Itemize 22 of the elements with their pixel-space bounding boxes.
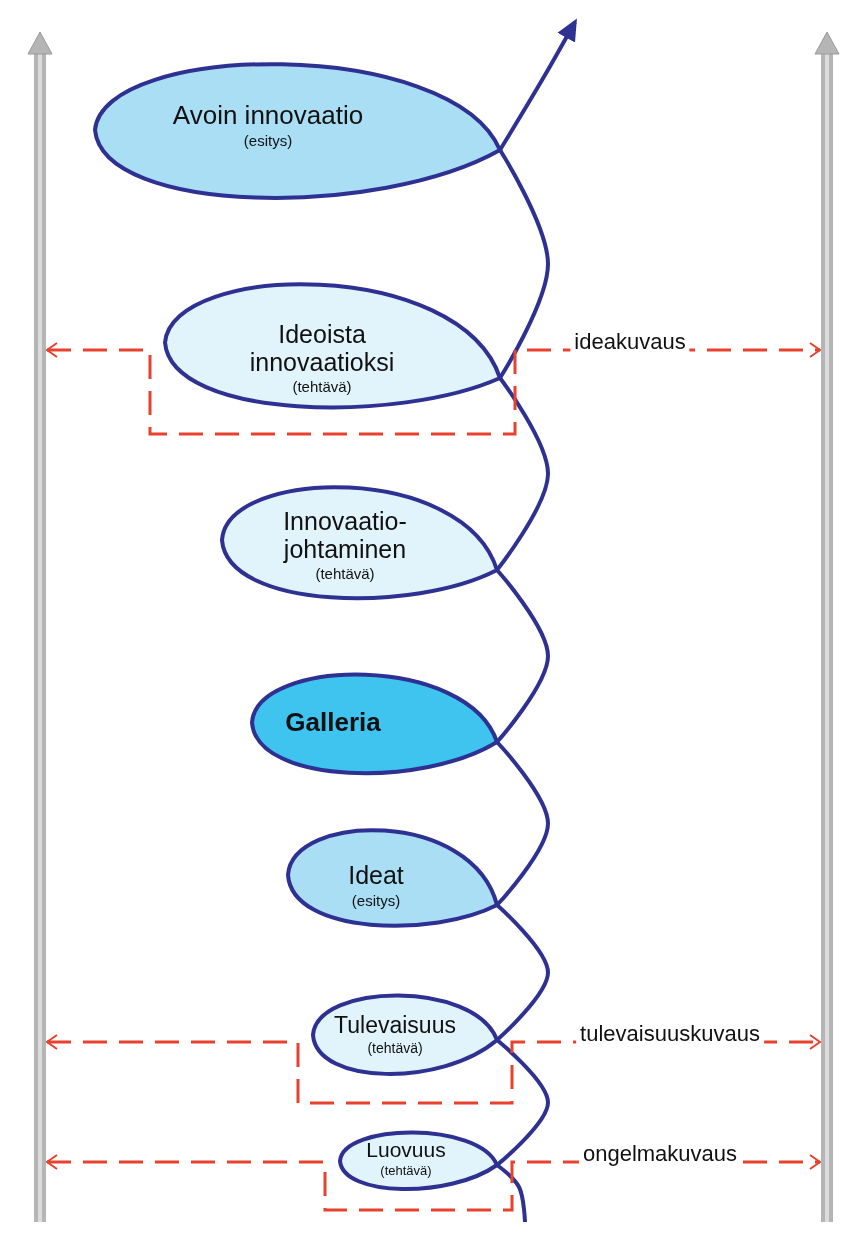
spiral-line (498, 148, 550, 380)
loop-title: Avoin innovaatio (171, 100, 365, 130)
loop-title: Ideat (347, 861, 405, 889)
loop-subtitle: (tehtävä) (379, 1163, 433, 1179)
spiral-arrow (498, 18, 577, 152)
spiral-line (495, 740, 550, 907)
spiral-line (495, 568, 550, 744)
spiral-line (495, 903, 550, 1042)
loop-title: Luovuus (365, 1137, 447, 1161)
loop-title: Innovaatio- johtaminen (282, 507, 408, 563)
loop-title: Galleria (284, 707, 382, 737)
loop-subtitle: (esitys) (350, 892, 402, 909)
spiral-line (495, 376, 550, 572)
loop-subtitle: (tehtävä) (366, 1041, 424, 1057)
spiral-line (495, 1038, 550, 1167)
loop-subtitle: (esitys) (242, 132, 294, 150)
spiral-line (495, 1163, 527, 1223)
loop-title: Ideoista innovaatioksi (248, 320, 396, 376)
dashed-double-arrow (46, 342, 821, 436)
loop-subtitle: (tehtävä) (314, 565, 376, 583)
loop-title: Tulevaisuus (333, 1013, 457, 1039)
loop-subtitle: (tehtävä) (291, 378, 353, 396)
